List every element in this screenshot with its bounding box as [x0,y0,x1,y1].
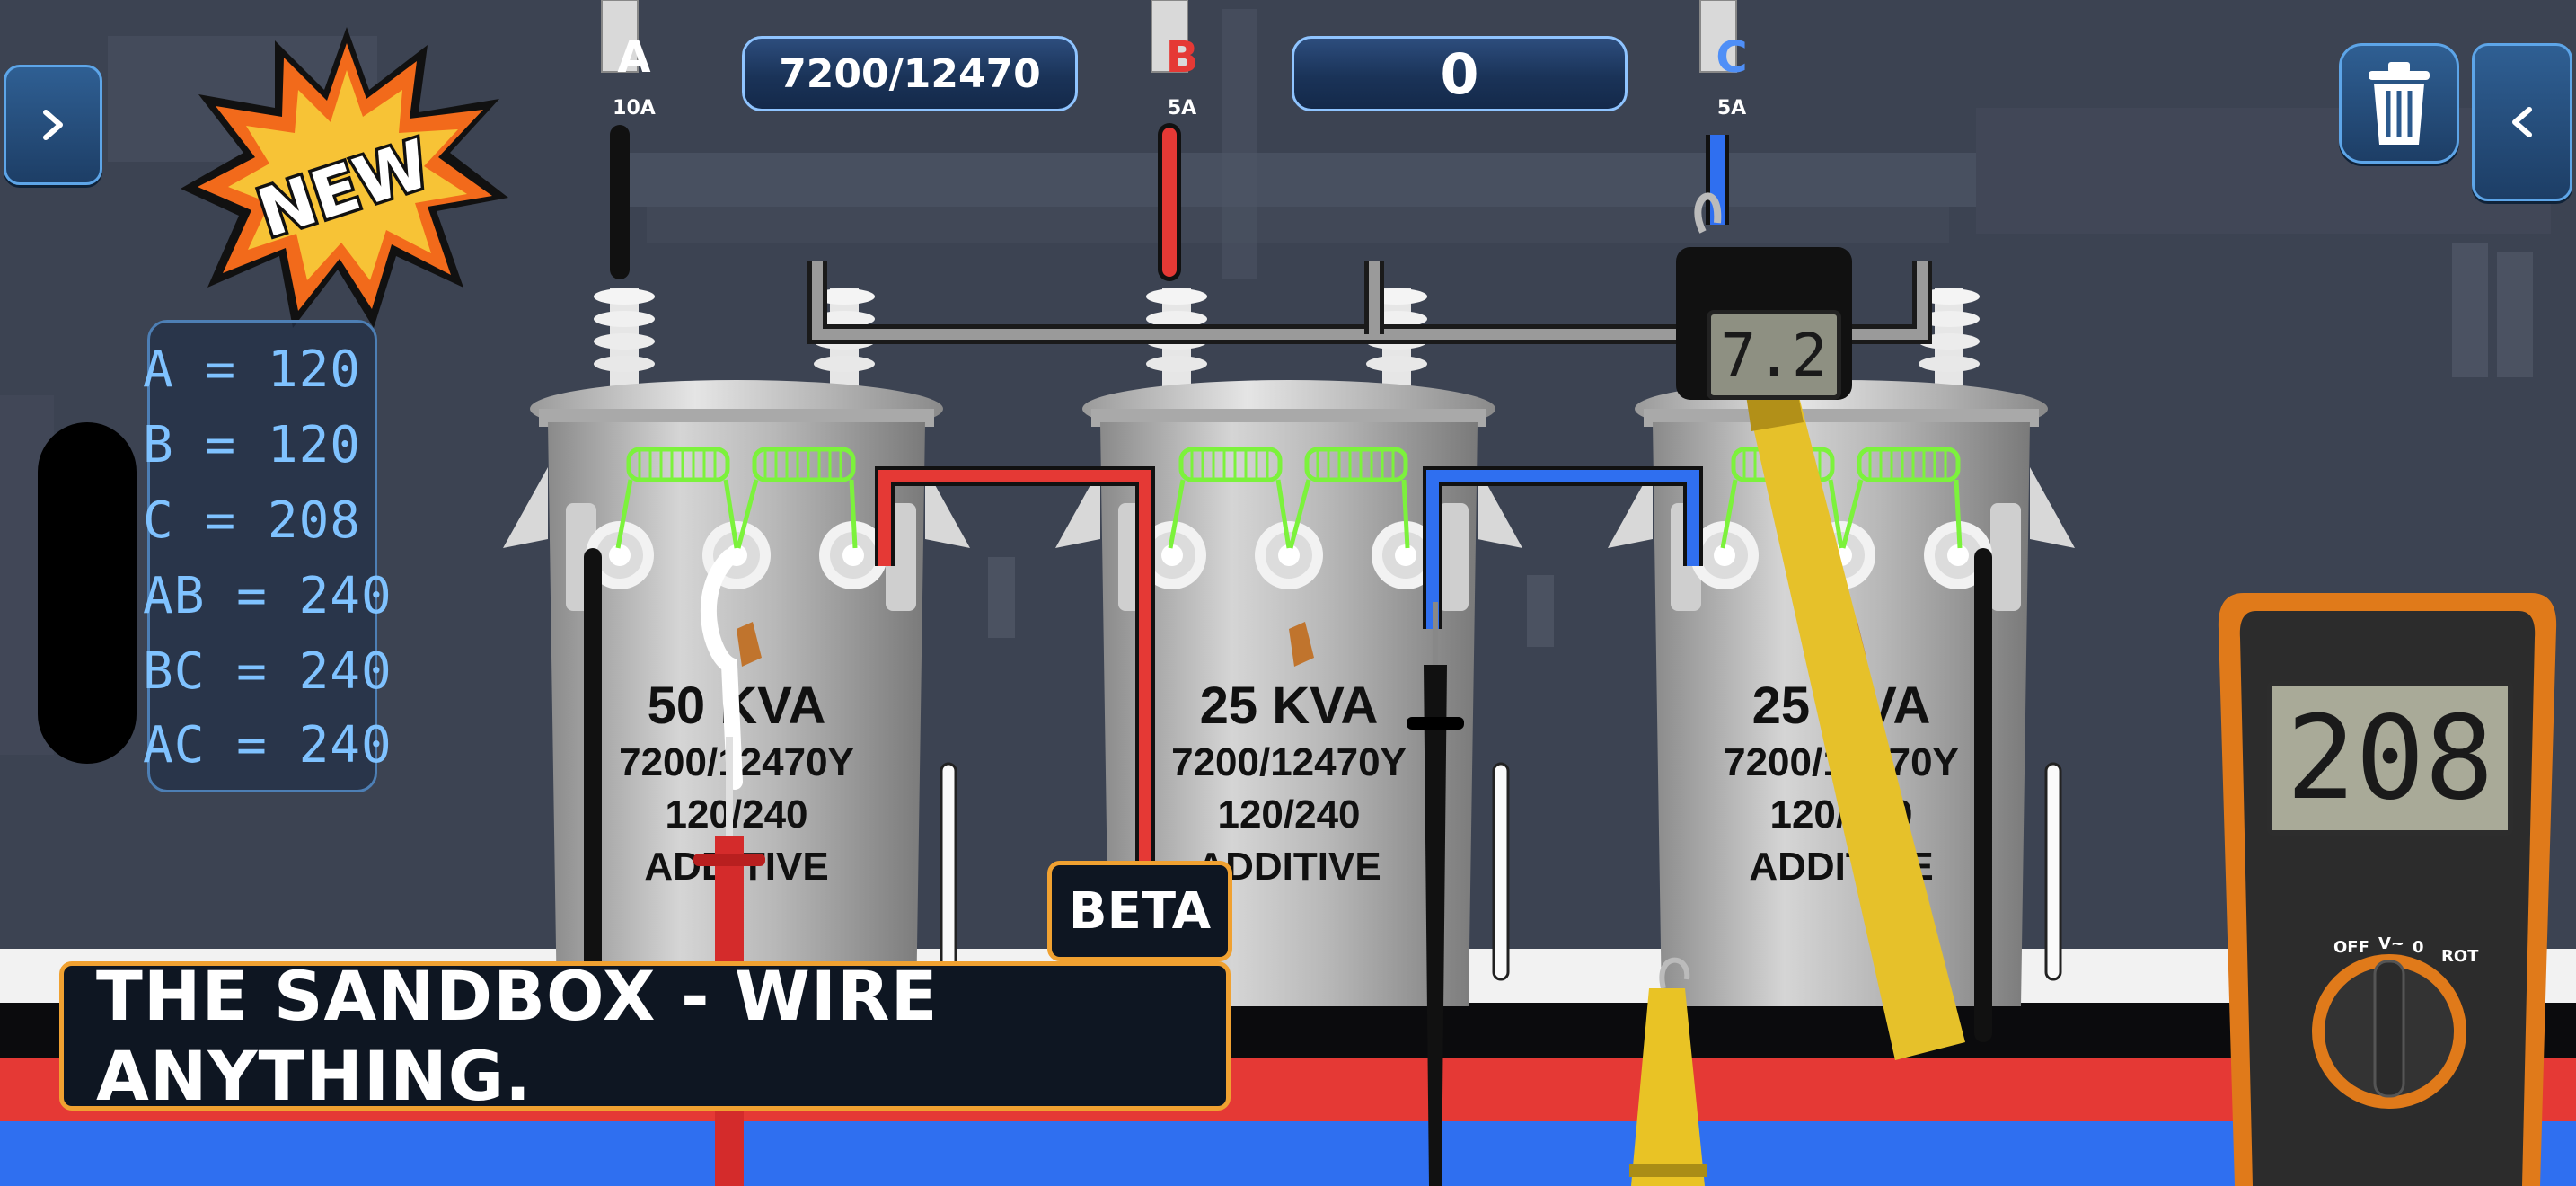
transformer-2-secondary: 120/240 [1217,792,1361,836]
transformer-1-secondary: 120/240 [665,792,808,836]
chevron-right-icon [43,110,63,140]
open-menu-button[interactable] [4,65,102,185]
dial-off-label: OFF [2333,938,2369,957]
reading-c: C = 208 [143,491,362,550]
transformer-2-primary: 7200/12470Y [1171,740,1407,784]
clamp-meter-display: 7.2 [1707,310,1841,400]
trash-icon [2369,62,2430,145]
promo-banner: THE SANDBOX - WIRE ANYTHING. [59,956,1231,1116]
dial-rot-label: ROT [2441,947,2479,966]
phase-a-label: A [617,32,651,83]
reading-b: B = 120 [143,416,362,474]
reading-a: A = 120 [143,341,362,399]
phase-c-label: C [1716,32,1748,83]
black-probe[interactable] [1407,602,1464,1186]
yellow-probe-lower[interactable] [1629,957,1707,1186]
trash-button[interactable] [2339,43,2459,164]
phase-b-label: B [1165,32,1199,83]
current-display: 0 [1292,36,1628,111]
close-panel-button[interactable] [2472,43,2572,201]
reading-bc: BC = 240 [143,642,393,701]
phase-a-rating: 10A [613,97,656,119]
chevron-left-icon [2512,107,2532,137]
phase-c-rating: 5A [1716,97,1747,119]
phase-b-rating: 5A [1167,97,1197,119]
dial-zero-label: 0 [2413,938,2424,957]
voltage-readings-panel: A = 120 B = 120 C = 208 AB = 240 BC = 24… [143,320,392,792]
voltage-display: 7200/12470 [742,36,1078,111]
side-drawer-handle[interactable] [38,422,137,764]
new-badge: NEW [181,27,508,328]
beta-tag: BETA [1047,861,1232,961]
multimeter-display: 208 [2267,681,2513,836]
transformer-2-kva: 25 KVA [1199,677,1379,735]
dial-volts-label: V~ [2378,934,2405,953]
